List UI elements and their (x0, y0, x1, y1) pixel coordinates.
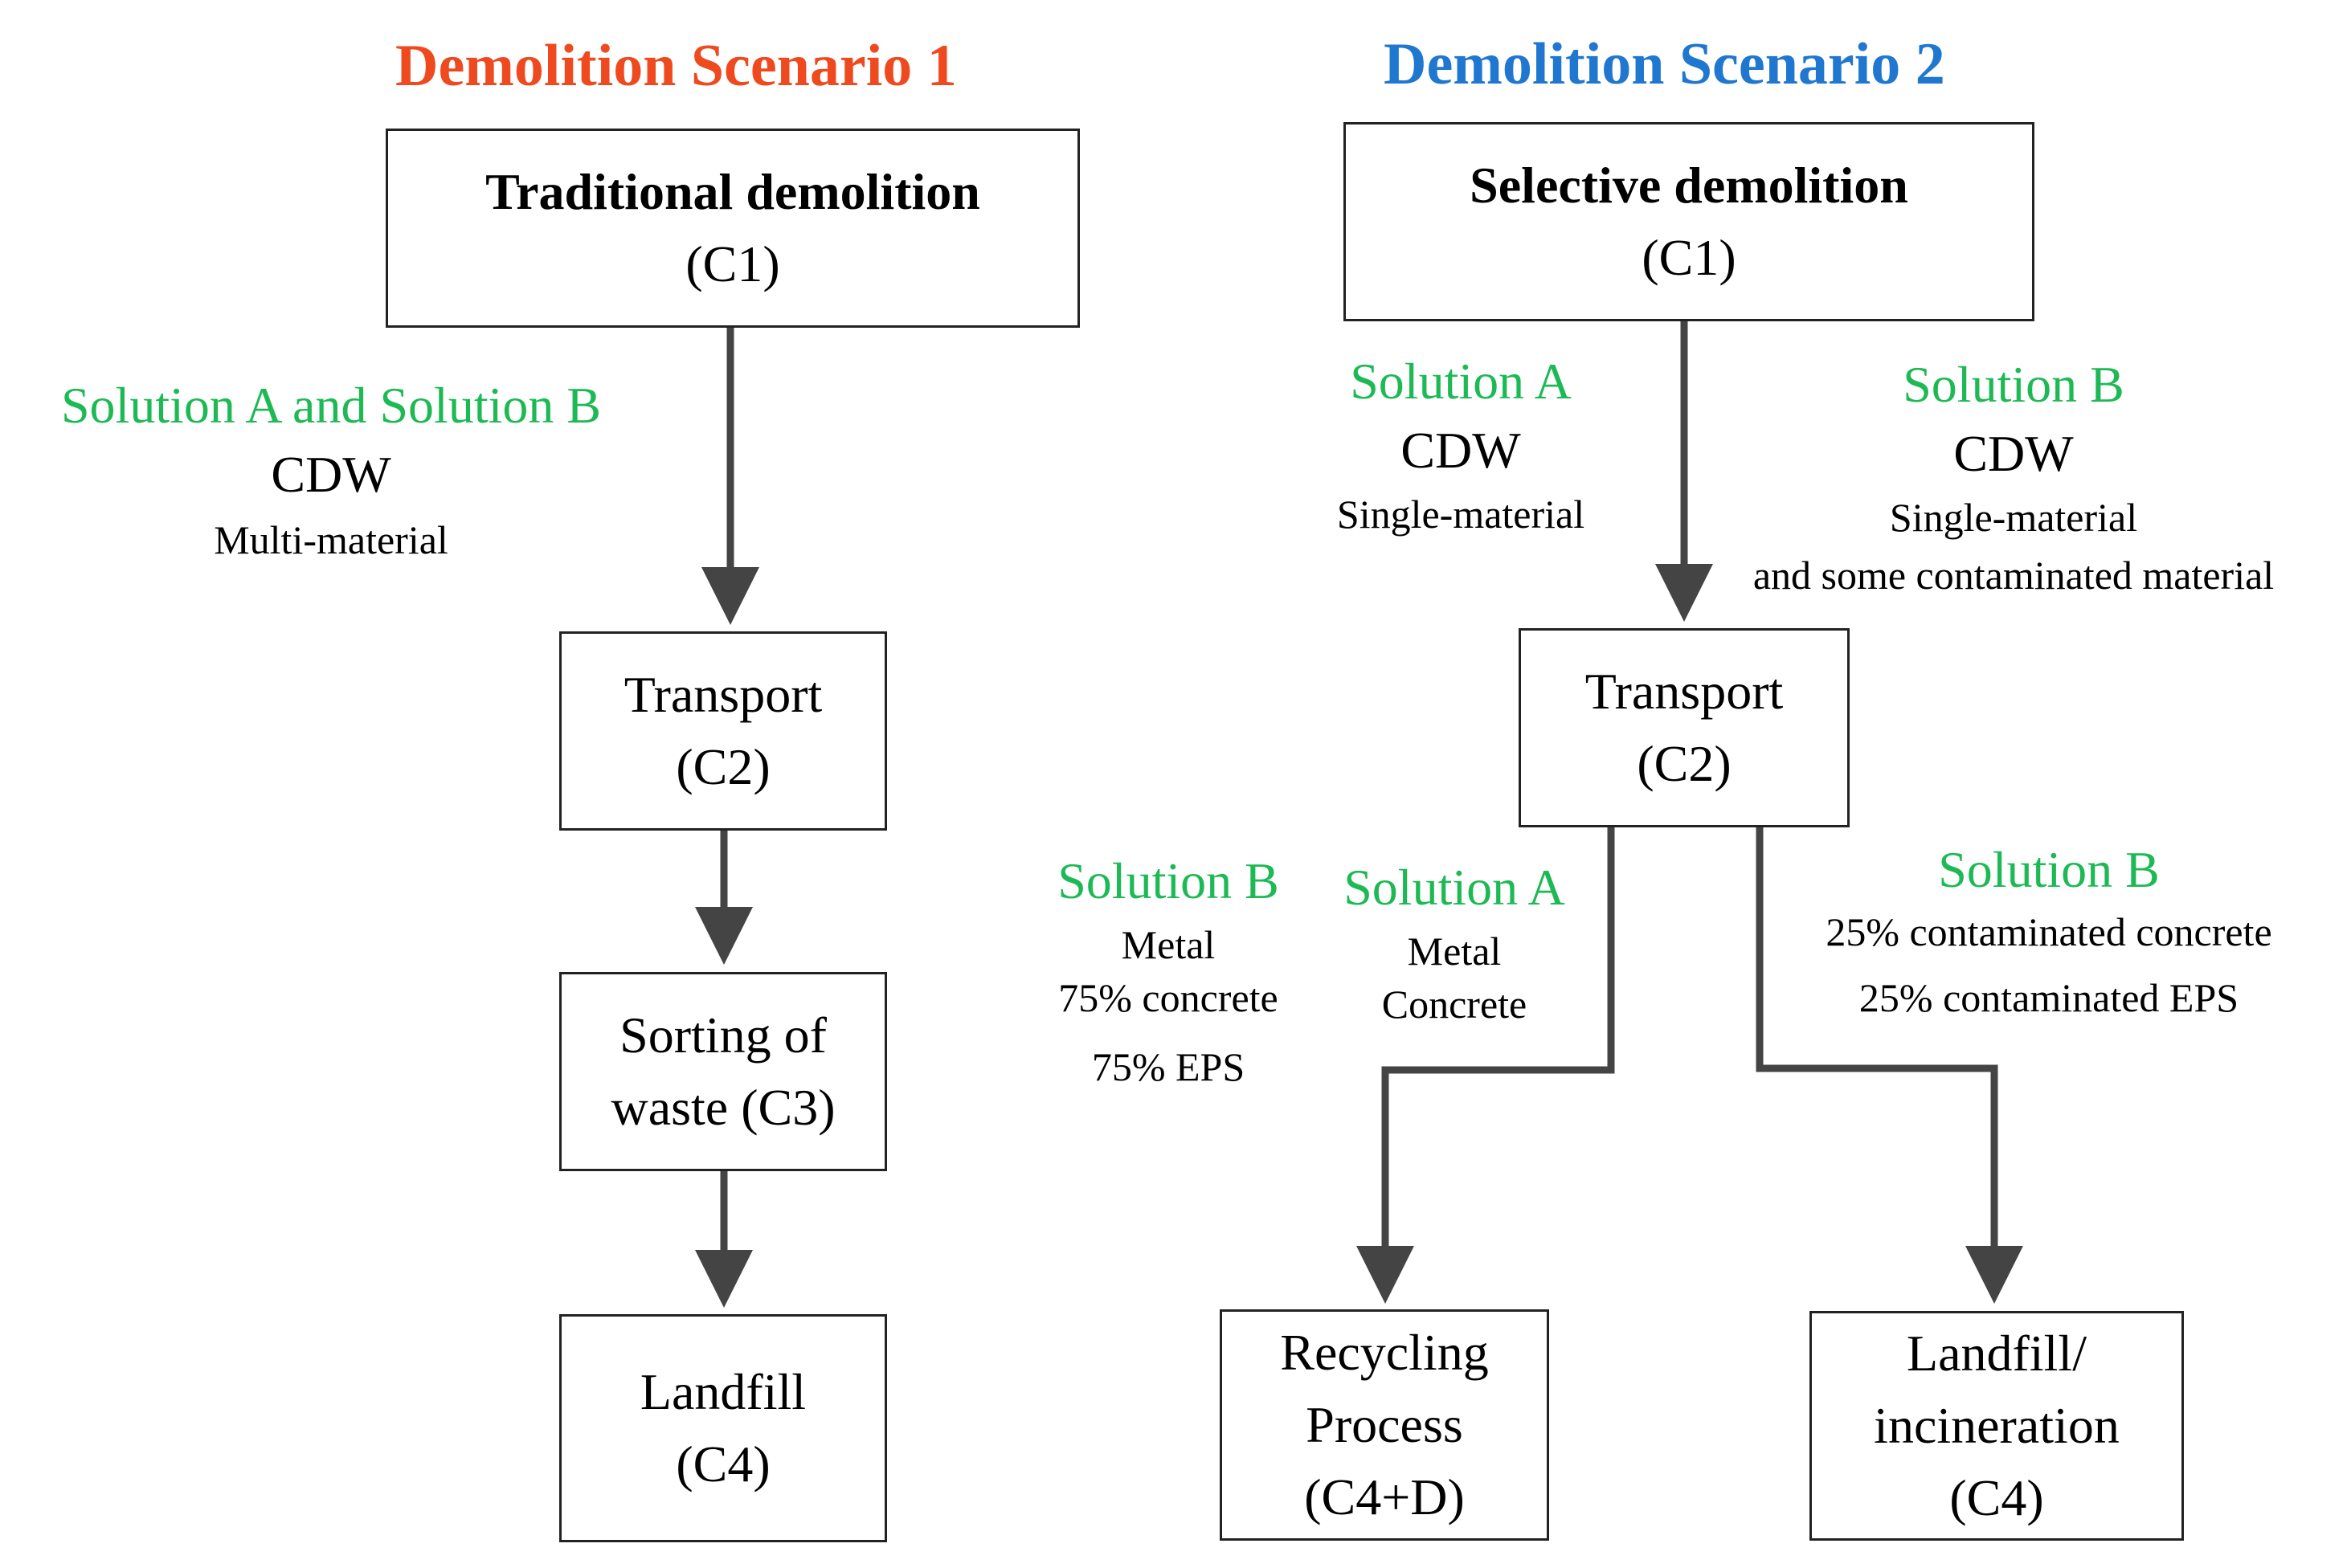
s1-c1-code: (C1) (685, 235, 780, 292)
s2-recycling-line2: Process (1306, 1396, 1463, 1453)
s2-recycling-b-concrete: 75% concrete (1058, 975, 1278, 1020)
s2-recycling-box: Recycling Process (C4+D) (1220, 1309, 1549, 1541)
s1-c3-code: waste (C3) (611, 1079, 836, 1136)
s2-landfill-b-eps: 25% contaminated EPS (1858, 975, 2239, 1020)
s1-c3-label: Sorting of (619, 1007, 827, 1064)
s2-recycling-line1: Recycling (1280, 1324, 1489, 1381)
s1-c2-code: (C2) (676, 738, 771, 795)
scenario1-title: Demolition Scenario 1 (395, 33, 957, 99)
s1-material-type-label: Multi-material (214, 517, 448, 562)
s2-landfill-solution-b-label: Solution B (1938, 841, 2160, 898)
s1-sorting-box: Sorting of waste (C3) (559, 972, 887, 1171)
s2-landfill-b-concrete: 25% contaminated concrete (1826, 909, 2272, 954)
s2-landfill-line1: Landfill/ (1907, 1325, 2087, 1382)
s1-transport-box: Transport (C2) (559, 631, 887, 831)
s2-c1-code: (C1) (1642, 229, 1736, 286)
s1-traditional-demolition-box: Traditional demolition (C1) (386, 129, 1080, 328)
s2-selective-demolition-box: Selective demolition (C1) (1343, 122, 2034, 321)
s2-solution-a-type: Single-material (1336, 492, 1585, 537)
s2-recycling-a-concrete: Concrete (1381, 982, 1527, 1027)
scenario2-title: Demolition Scenario 2 (1384, 31, 1945, 97)
s2-solution-b-type: Single-material (1889, 495, 2138, 540)
s1-solution-label: Solution A and Solution B (60, 377, 602, 434)
s2-solution-b-cdw: CDW (1953, 425, 2074, 482)
s2-recycling-b-eps: 75% EPS (1091, 1044, 1245, 1089)
s2-recycling-solution-a-label: Solution A (1343, 859, 1565, 916)
s2-c1-label: Selective demolition (1470, 157, 1908, 214)
s2-c2-code: (C2) (1637, 735, 1732, 792)
s1-c4-label: Landfill (640, 1363, 807, 1420)
s1-c4-code: (C4) (676, 1435, 771, 1492)
s2-recycling-a-metal: Metal (1407, 929, 1502, 974)
s2-recycling-solution-b-label: Solution B (1057, 852, 1279, 909)
s2-solution-a-label: Solution A (1350, 353, 1572, 410)
s2-landfill-incineration-box: Landfill/ incineration (C4) (1809, 1311, 2184, 1541)
s2-solution-b-label: Solution B (1903, 356, 2124, 413)
s2-solution-a-cdw: CDW (1400, 422, 1521, 479)
s1-cdw-label: CDW (271, 446, 391, 503)
s2-c2-label: Transport (1584, 663, 1784, 720)
arrow-s2-c2-to-landfill (1756, 827, 2023, 1304)
arrow-s2-c2-to-recycling (1356, 827, 1615, 1304)
s1-c1-label: Traditional demolition (485, 163, 980, 220)
s1-c2-label: Transport (624, 666, 823, 723)
s2-solution-b-extra: and some contaminated material (1752, 553, 2275, 598)
s2-landfill-code: (C4) (1949, 1469, 2044, 1526)
s2-recycling-code: (C4+D) (1304, 1468, 1465, 1525)
s2-landfill-line2: incineration (1874, 1397, 2120, 1454)
s2-recycling-b-metal: Metal (1121, 922, 1216, 967)
s1-landfill-box: Landfill (C4) (559, 1314, 887, 1542)
s2-transport-box: Transport (C2) (1519, 628, 1850, 827)
